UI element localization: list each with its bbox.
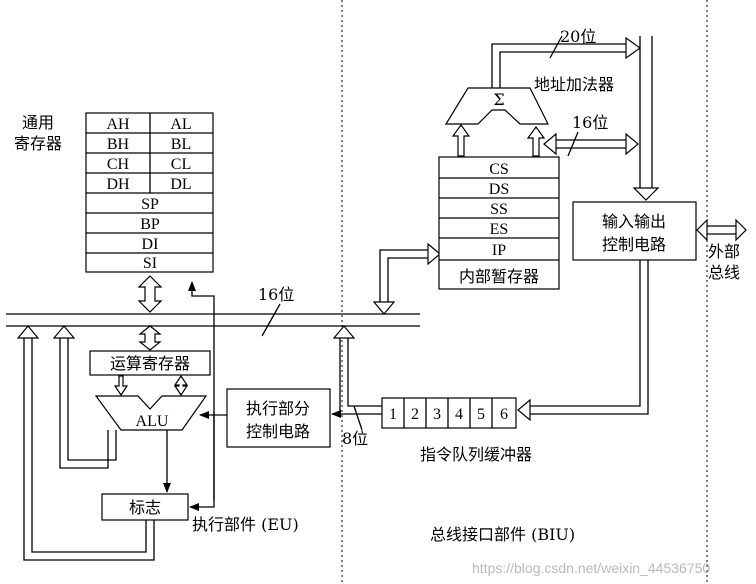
io-control-box bbox=[572, 201, 697, 261]
queue-to-control-lower bbox=[339, 334, 382, 415]
sigma-label: Σ bbox=[493, 90, 504, 109]
register-ah: AH bbox=[106, 116, 130, 133]
flags-label: 标志 bbox=[129, 498, 161, 517]
flags-output-arrowhead bbox=[16, 325, 40, 339]
alu-output-loop-outer bbox=[59, 332, 109, 469]
segregs-io-arrow-left bbox=[543, 132, 557, 156]
registers-bus-double-arrow bbox=[137, 275, 163, 313]
register-cl: CL bbox=[171, 156, 191, 173]
flags-loop-inner bbox=[31, 332, 147, 553]
register-si: SI bbox=[143, 255, 157, 272]
bus-width-20-slash bbox=[549, 35, 563, 59]
general-registers-label-2: 寄存器 bbox=[14, 134, 62, 153]
segregs-adder-arrow-left bbox=[451, 123, 471, 157]
segregs-io-arrow-right bbox=[625, 132, 639, 156]
alu-output-loop-inner bbox=[67, 332, 117, 461]
bus-segregs-arrow-down bbox=[372, 301, 396, 315]
watermark: https://blog.csdn.net/weixin_44536750 bbox=[472, 560, 710, 576]
queue-slot-3: 3 bbox=[433, 406, 441, 423]
eu-title: 执行部件 (EU) bbox=[192, 515, 299, 534]
bus-width-16-label: 16位 bbox=[258, 285, 294, 304]
external-bus-arrow-right bbox=[735, 218, 747, 242]
register-ss: SS bbox=[490, 201, 508, 218]
eu-control-label-1: 执行部分 bbox=[246, 399, 310, 418]
register-bp: BP bbox=[140, 216, 160, 233]
right-bus-arrowhead bbox=[632, 187, 660, 201]
register-al: AL bbox=[170, 116, 191, 133]
instruction-queue: 1 2 3 4 5 6 bbox=[381, 397, 517, 429]
queue-slot-5: 5 bbox=[477, 406, 485, 423]
queue-slot-2: 2 bbox=[411, 406, 419, 423]
queue-slot-4: 4 bbox=[455, 406, 463, 423]
external-bus-label-1: 外部 bbox=[708, 242, 740, 261]
general-register-file: AH AL BH BL CH CL DH DL SP BP DI SI bbox=[85, 112, 214, 273]
register-ds: DS bbox=[489, 181, 509, 198]
bus-width-20-label: 20位 bbox=[560, 27, 596, 46]
bus-opreg-double-arrow bbox=[138, 325, 162, 351]
bus-width-slash bbox=[261, 303, 281, 337]
alu-label: ALU bbox=[136, 413, 169, 430]
external-bus-arrow-left bbox=[696, 218, 708, 242]
control-to-flags-line bbox=[189, 412, 215, 511]
register-sp: SP bbox=[141, 196, 159, 213]
eu-control-box bbox=[226, 388, 331, 448]
adder-output-arrowhead bbox=[625, 36, 642, 60]
register-bh: BH bbox=[107, 136, 130, 153]
register-es: ES bbox=[490, 221, 509, 238]
alu-shape bbox=[94, 395, 208, 431]
queue-slot-6: 6 bbox=[500, 406, 508, 423]
instruction-queue-label: 指令队列缓冲器 bbox=[420, 445, 532, 464]
queue-bus-arrowhead bbox=[332, 325, 356, 339]
general-registers-label-1: 通用 bbox=[22, 113, 54, 132]
register-di: DI bbox=[142, 236, 159, 253]
io-to-queue-inner bbox=[528, 260, 641, 407]
register-cs: CS bbox=[489, 161, 509, 178]
bus-width-16-top-label: 16位 bbox=[572, 113, 608, 132]
register-bl: BL bbox=[171, 136, 191, 153]
biu-title: 总线接口部件 (BIU) bbox=[430, 525, 575, 544]
adder-output-upper bbox=[491, 43, 628, 88]
address-adder-label: 地址加法器 bbox=[534, 75, 614, 94]
register-dh: DH bbox=[106, 176, 130, 193]
io-to-queue-outer bbox=[528, 260, 649, 415]
register-ip: IP bbox=[492, 242, 506, 259]
io-control-label-1: 输入输出 bbox=[602, 212, 666, 231]
queue-slot-1: 1 bbox=[389, 406, 397, 423]
register-dl: DL bbox=[170, 176, 191, 193]
operation-register-box bbox=[89, 350, 211, 376]
bus-segregs-arrow-right bbox=[427, 242, 441, 266]
queue-to-control-upper bbox=[347, 334, 382, 407]
io-control-label-2: 控制电路 bbox=[602, 235, 666, 254]
flags-loop-outer bbox=[23, 332, 155, 561]
bus-width-8-label: 8位 bbox=[342, 429, 368, 448]
bus-width-8-slash bbox=[353, 405, 363, 431]
internal-temp-registers-label: 内部暂存器 bbox=[459, 267, 539, 286]
eu-control-label-2: 控制电路 bbox=[246, 422, 310, 441]
register-ch: CH bbox=[107, 156, 130, 173]
operation-register-label: 运算寄存器 bbox=[110, 354, 190, 373]
opreg-alu-arrow-left bbox=[113, 375, 129, 397]
address-adder-shape bbox=[444, 87, 549, 125]
bus-width-16-top-slash bbox=[567, 131, 579, 157]
segment-register-file: CS DS SS ES IP 内部暂存器 bbox=[438, 156, 560, 290]
opreg-alu-arrow-right bbox=[173, 374, 189, 397]
adder-output-lower bbox=[499, 51, 628, 88]
io-to-queue-arrowhead bbox=[517, 398, 531, 422]
segregs-adder-arrow-right bbox=[526, 125, 546, 157]
control-to-registers-line bbox=[188, 281, 215, 500]
alu-output-arrowhead bbox=[52, 325, 76, 339]
bus-to-segregs-left bbox=[379, 249, 430, 310]
bus-to-segregs-right bbox=[387, 257, 430, 310]
external-bus-label-2: 总线 bbox=[708, 263, 740, 282]
flags-box bbox=[101, 493, 189, 521]
